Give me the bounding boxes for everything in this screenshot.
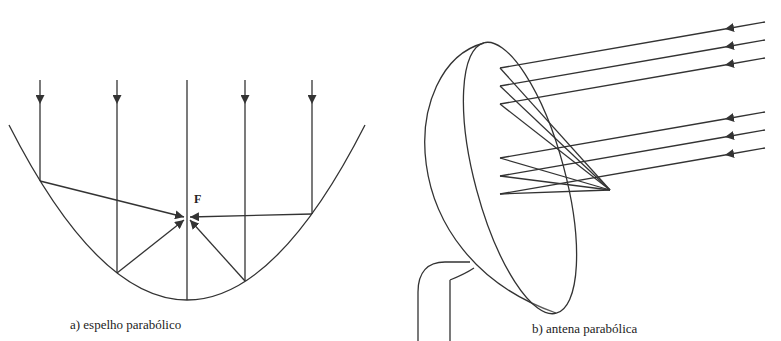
- satellite-dish: [418, 22, 765, 341]
- incoming-signals: [500, 22, 765, 194]
- reflected-signals: [500, 68, 610, 194]
- parabolic-mirror: [9, 80, 365, 300]
- figure-caption: b) antena parabólica: [532, 322, 637, 336]
- figure-caption: a) espelho parabólico: [70, 318, 181, 332]
- incident-rays: [40, 80, 312, 281]
- dish-stand: [418, 262, 474, 341]
- reflected-rays: [40, 181, 312, 281]
- axis-line: [186, 80, 187, 300]
- focus-label: F: [193, 193, 202, 206]
